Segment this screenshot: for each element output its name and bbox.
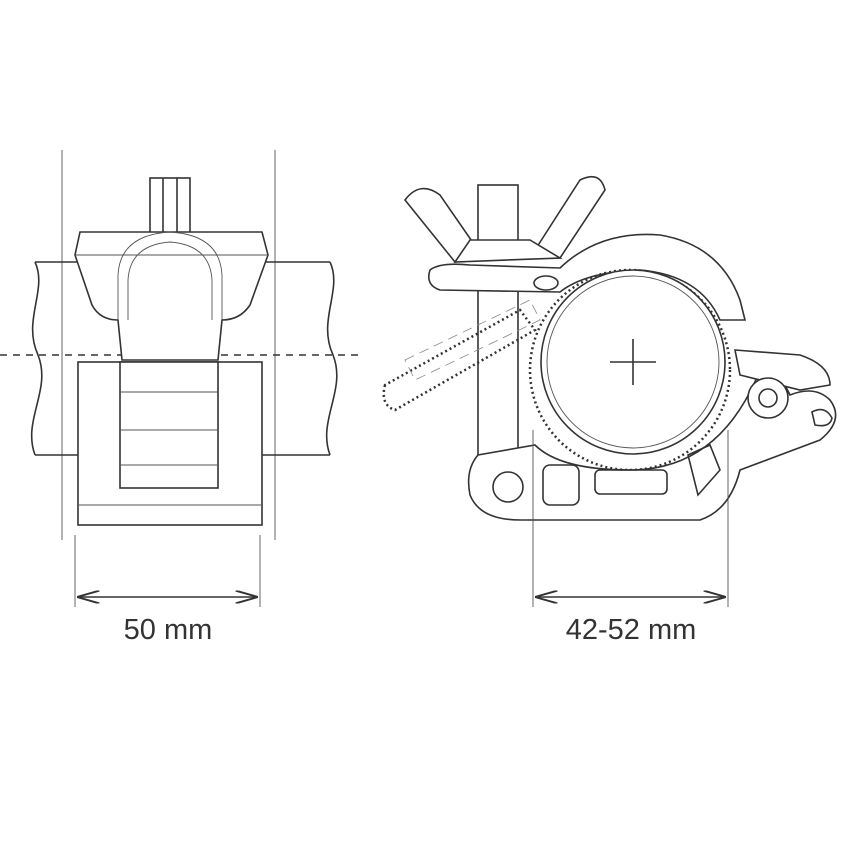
latch-lever [734,349,831,391]
body-cutout-3 [687,443,721,497]
tube-break-right [325,261,338,456]
bolt [149,177,191,235]
bolt-shaft [477,279,519,466]
body-cutout-2 [594,469,668,495]
dimension-label-width: 50 mm [123,614,213,646]
open-position-outline [382,308,537,412]
clamp-top [74,231,269,361]
body-cutout-1 [542,464,580,506]
wing-nut-right [533,175,606,259]
side-view [382,175,837,607]
latch-pivot [747,377,789,419]
dimension-label-tube-range: 42-52 mm [565,614,697,646]
clamp-slot [119,361,219,489]
tube-break-left [30,261,43,456]
jaw-pin [533,275,559,291]
bolt-thread [477,184,519,246]
upper-jaw [427,233,747,321]
front-view [0,150,360,607]
body-hole [492,471,524,503]
